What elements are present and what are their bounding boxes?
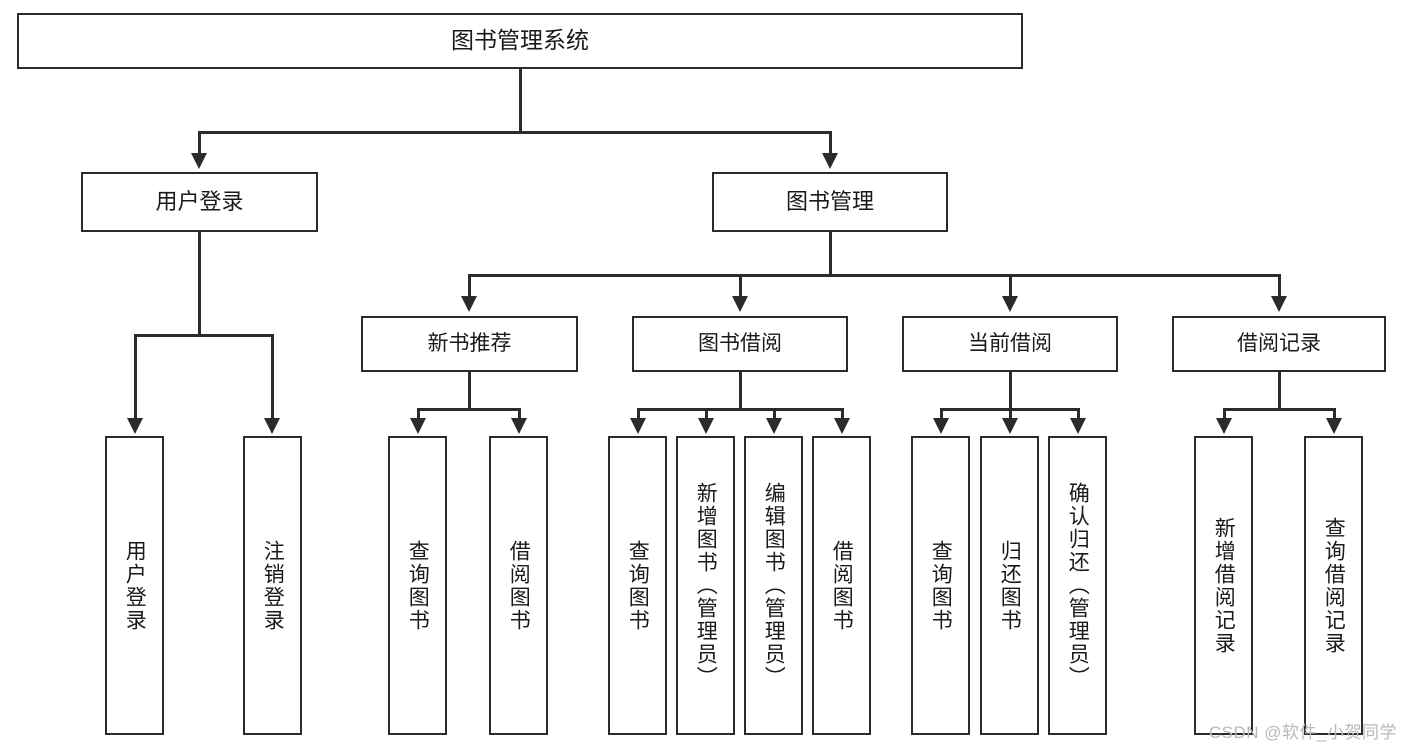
node-book-manage[interactable]: 图书管理 [712, 172, 948, 232]
node-new-book-recommend[interactable]: 新书推荐 [361, 316, 578, 372]
connector-root-to-book-manage [829, 131, 832, 155]
node-leaf-user-logout[interactable]: 注销登录 [243, 436, 302, 735]
arrow-book-manage-to-borrow-record [1271, 296, 1287, 312]
connector-root-bar [198, 131, 832, 134]
watermark-text: CSDN @软件_小贺同学 [1208, 723, 1397, 742]
arrow-current-borrow-c3 [1070, 418, 1086, 434]
node-label: 借阅记录 [1237, 332, 1321, 356]
node-leaf-query-book-1[interactable]: 查询图书 [388, 436, 447, 735]
node-leaf-query-book-2[interactable]: 查询图书 [608, 436, 667, 735]
node-leaf-borrow-book-1[interactable]: 借阅图书 [489, 436, 548, 735]
arrow-new-book-c1 [410, 418, 426, 434]
arrow-book-borrow-c1 [630, 418, 646, 434]
node-label: 确认归还（管理员） [1066, 482, 1090, 689]
connector-root-to-user-login [198, 131, 201, 155]
node-borrow-record[interactable]: 借阅记录 [1172, 316, 1386, 372]
node-label: 新增图书（管理员） [694, 482, 718, 689]
node-label: 注销登录 [261, 539, 285, 632]
node-leaf-borrow-book-2[interactable]: 借阅图书 [812, 436, 871, 735]
connector-new-book-bar [417, 408, 520, 411]
node-label: 新增借阅记录 [1212, 516, 1236, 655]
arrow-root-to-book-manage [822, 153, 838, 169]
connector-book-manage-stem [829, 232, 832, 276]
arrow-book-borrow-c4 [834, 418, 850, 434]
connector-current-borrow-c3 [1077, 408, 1080, 420]
arrow-book-manage-to-book-borrow [732, 296, 748, 312]
connector-root-stem [519, 69, 522, 133]
connector-user-login-stem [198, 232, 201, 336]
connector-borrow-record-bar [1223, 408, 1335, 411]
node-label: 当前借阅 [968, 332, 1052, 356]
node-label: 查询图书 [929, 539, 953, 632]
node-label: 用户登录 [155, 188, 244, 214]
arrow-book-manage-to-new-book [461, 296, 477, 312]
node-label: 图书借阅 [698, 332, 782, 356]
node-label: 用户登录 [123, 539, 147, 632]
arrow-current-borrow-c1 [933, 418, 949, 434]
node-leaf-confirm-return[interactable]: 确认归还（管理员） [1048, 436, 1107, 735]
connector-new-book-c2 [518, 408, 521, 420]
arrow-book-borrow-c2 [698, 418, 714, 434]
connector-book-borrow-c3 [773, 408, 776, 420]
node-leaf-add-record[interactable]: 新增借阅记录 [1194, 436, 1253, 735]
node-label: 借阅图书 [507, 539, 531, 632]
connector-book-borrow-stem [739, 372, 742, 410]
connector-book-manage-to-borrow-record [1278, 274, 1281, 298]
node-label: 查询图书 [406, 539, 430, 632]
connector-new-book-stem [468, 372, 471, 410]
connector-book-borrow-bar [637, 408, 844, 411]
connector-book-borrow-c1 [637, 408, 640, 420]
node-leaf-return-book[interactable]: 归还图书 [980, 436, 1039, 735]
connector-borrow-record-c2 [1333, 408, 1336, 420]
node-user-login[interactable]: 用户登录 [81, 172, 318, 232]
arrow-root-to-user-login [191, 153, 207, 169]
arrow-new-book-c2 [511, 418, 527, 434]
connector-user-login-right [271, 334, 274, 420]
connector-user-login-bar [134, 334, 273, 337]
node-label: 查询图书 [626, 539, 650, 632]
arrow-borrow-record-c1 [1216, 418, 1232, 434]
connector-book-borrow-c2 [705, 408, 708, 420]
node-book-borrow[interactable]: 图书借阅 [632, 316, 848, 372]
connector-user-login-left [134, 334, 137, 420]
node-label: 新书推荐 [427, 332, 512, 356]
node-label: 编辑图书（管理员） [762, 482, 786, 689]
arrow-book-manage-to-current-borrow [1002, 296, 1018, 312]
node-leaf-user-login[interactable]: 用户登录 [105, 436, 164, 735]
arrow-user-login-right [264, 418, 280, 434]
node-label: 归还图书 [998, 539, 1022, 632]
connector-borrow-record-c1 [1223, 408, 1226, 420]
connector-book-manage-bar [468, 274, 1280, 277]
node-leaf-add-book[interactable]: 新增图书（管理员） [676, 436, 735, 735]
connector-current-borrow-stem [1009, 372, 1012, 410]
arrow-borrow-record-c2 [1326, 418, 1342, 434]
connector-book-manage-to-new-book [468, 274, 471, 298]
connector-current-borrow-c1 [940, 408, 943, 420]
node-label: 图书管理系统 [451, 27, 589, 54]
node-current-borrow[interactable]: 当前借阅 [902, 316, 1118, 372]
connector-borrow-record-stem [1278, 372, 1281, 410]
node-label: 图书管理 [785, 188, 874, 214]
node-leaf-query-book-3[interactable]: 查询图书 [911, 436, 970, 735]
connector-current-borrow-c2 [1009, 408, 1012, 420]
node-leaf-query-record[interactable]: 查询借阅记录 [1304, 436, 1363, 735]
arrow-current-borrow-c2 [1002, 418, 1018, 434]
node-leaf-edit-book[interactable]: 编辑图书（管理员） [744, 436, 803, 735]
arrow-book-borrow-c3 [766, 418, 782, 434]
connector-book-manage-to-current-borrow [1009, 274, 1012, 298]
connector-book-borrow-c4 [841, 408, 844, 420]
node-label: 查询借阅记录 [1322, 516, 1346, 655]
connector-book-manage-to-book-borrow [739, 274, 742, 298]
connector-new-book-c1 [417, 408, 420, 420]
node-label: 借阅图书 [830, 539, 854, 632]
node-root-system[interactable]: 图书管理系统 [17, 13, 1023, 69]
arrow-user-login-left [127, 418, 143, 434]
